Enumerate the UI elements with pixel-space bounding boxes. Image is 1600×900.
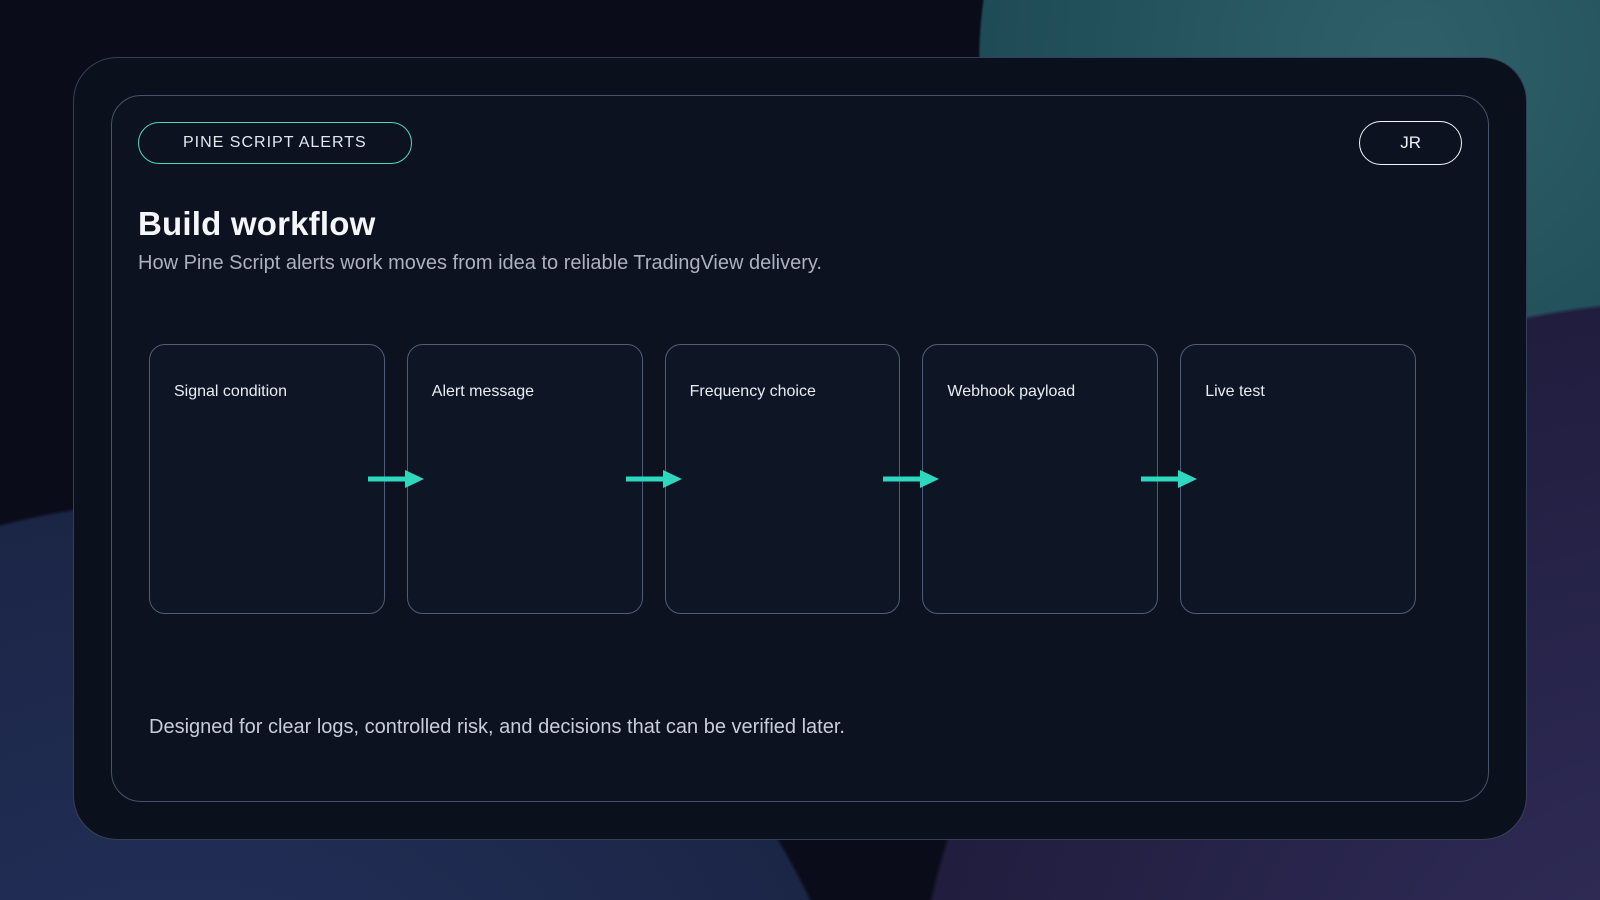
step-label: Frequency choice <box>689 383 816 400</box>
step-card-frequency-choice: Frequency choice <box>664 344 901 614</box>
page-subtitle: How Pine Script alerts work moves from i… <box>138 252 822 274</box>
step-label: Live test <box>1205 383 1265 400</box>
arrow-right-icon <box>883 470 940 488</box>
inner-panel: PINE SCRIPT ALERTS JR Build workflow How… <box>111 95 1489 802</box>
workflow-steps-row: Signal condition Alert message Frequency… <box>149 344 1416 614</box>
header-row: PINE SCRIPT ALERTS JR <box>138 121 1462 165</box>
avatar[interactable]: JR <box>1359 121 1462 165</box>
step-label: Webhook payload <box>947 383 1076 400</box>
pine-script-alerts-badge: PINE SCRIPT ALERTS <box>138 122 412 164</box>
arrow-right-icon <box>367 470 424 488</box>
page-title: Build workflow <box>138 205 376 242</box>
step-card-alert-message: Alert message <box>406 344 643 614</box>
arrow-right-icon <box>625 470 682 488</box>
step-label: Signal condition <box>174 383 287 400</box>
step-card-live-test: Live test <box>1180 344 1416 614</box>
arrow-right-icon <box>1141 470 1198 488</box>
step-card-signal-condition: Signal condition <box>149 344 385 614</box>
footer-note: Designed for clear logs, controlled risk… <box>149 716 845 738</box>
outer-panel: PINE SCRIPT ALERTS JR Build workflow How… <box>73 57 1527 840</box>
step-label: Alert message <box>431 383 535 400</box>
step-card-webhook-payload: Webhook payload <box>922 344 1159 614</box>
